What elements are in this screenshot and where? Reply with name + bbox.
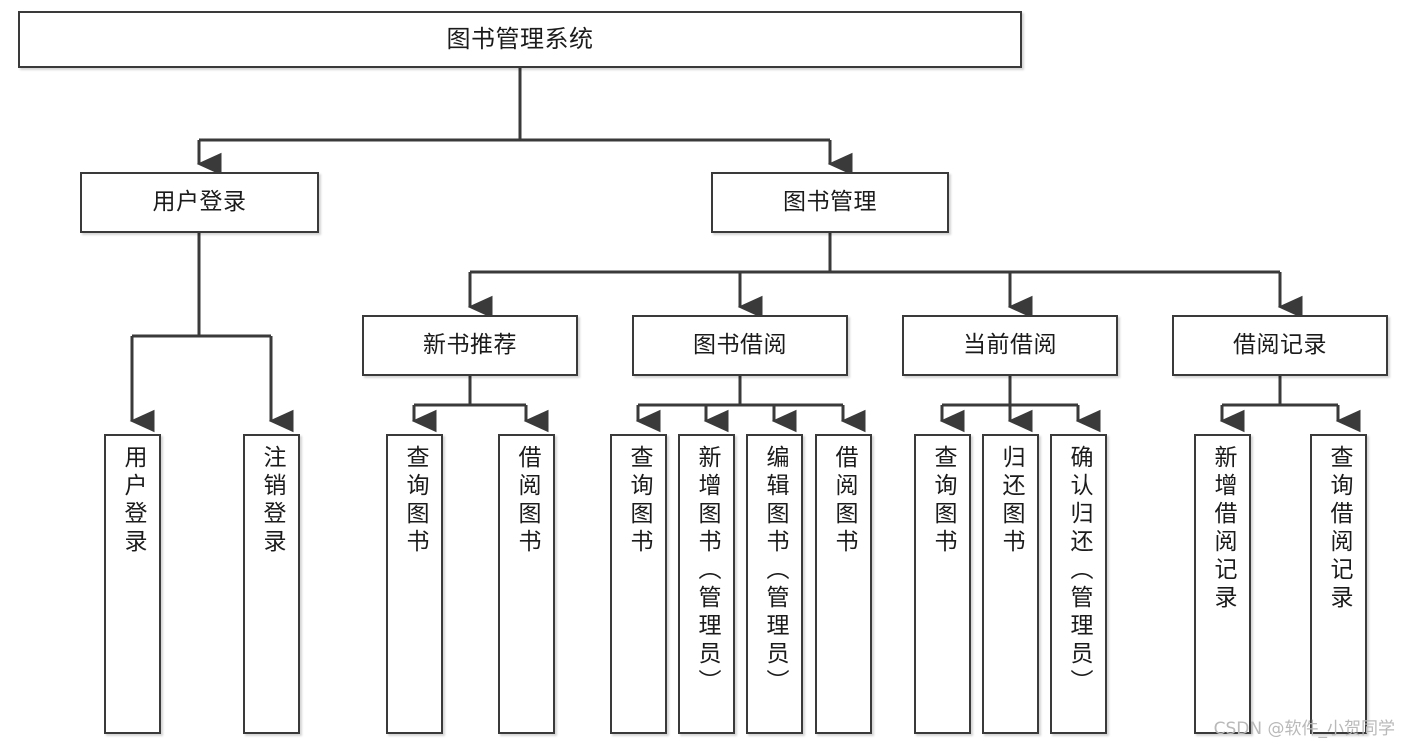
leaf-book-borrow-borrow-label: 借阅图书 [831, 445, 857, 557]
leaf-book-borrow-borrow[interactable]: 借阅图书 [815, 434, 872, 734]
node-current-borrow-label: 当前借阅 [963, 332, 1057, 359]
leaf-current-borrow-return-label: 归还图书 [998, 445, 1024, 557]
node-new-book-recommend-label: 新书推荐 [423, 332, 517, 359]
leaf-new-book-borrow[interactable]: 借阅图书 [498, 434, 555, 734]
leaf-new-book-query[interactable]: 查询图书 [386, 434, 443, 734]
node-user-login[interactable]: 用户登录 [80, 172, 319, 233]
leaf-new-book-borrow-label: 借阅图书 [514, 445, 540, 557]
leaf-book-borrow-edit-label: 编辑图书（管理员） [762, 445, 788, 697]
node-new-book-recommend[interactable]: 新书推荐 [362, 315, 578, 376]
leaf-user-login-logout[interactable]: 注销登录 [243, 434, 300, 734]
leaf-book-borrow-add-label: 新增图书（管理员） [694, 445, 720, 697]
node-user-login-label: 用户登录 [152, 189, 247, 216]
leaf-current-borrow-confirm[interactable]: 确认归还（管理员） [1050, 434, 1107, 734]
node-borrow-record-label: 借阅记录 [1233, 332, 1327, 359]
node-book-borrow[interactable]: 图书借阅 [632, 315, 848, 376]
leaf-borrow-record-query[interactable]: 查询借阅记录 [1310, 434, 1367, 734]
leaf-new-book-query-label: 查询图书 [402, 445, 428, 557]
node-book-borrow-label: 图书借阅 [693, 332, 787, 359]
leaf-book-borrow-query-label: 查询图书 [626, 445, 652, 557]
leaf-user-login-logout-label: 注销登录 [259, 445, 285, 557]
leaf-current-borrow-query[interactable]: 查询图书 [914, 434, 971, 734]
node-current-borrow[interactable]: 当前借阅 [902, 315, 1118, 376]
leaf-user-login-login[interactable]: 用户登录 [104, 434, 161, 734]
leaf-borrow-record-add-label: 新增借阅记录 [1210, 445, 1236, 613]
leaf-current-borrow-query-label: 查询图书 [930, 445, 956, 557]
node-root-label: 图书管理系统 [446, 24, 594, 53]
leaf-current-borrow-return[interactable]: 归还图书 [982, 434, 1039, 734]
leaf-book-borrow-add[interactable]: 新增图书（管理员） [678, 434, 735, 734]
leaf-user-login-login-label: 用户登录 [120, 445, 146, 557]
leaf-book-borrow-query[interactable]: 查询图书 [610, 434, 667, 734]
node-book-manage-label: 图书管理 [783, 189, 877, 216]
leaf-current-borrow-confirm-label: 确认归还（管理员） [1066, 445, 1092, 697]
leaf-book-borrow-edit[interactable]: 编辑图书（管理员） [746, 434, 803, 734]
watermark: CSDN @软件_小贺同学 [1213, 719, 1395, 739]
leaf-borrow-record-add[interactable]: 新增借阅记录 [1194, 434, 1251, 734]
node-book-manage[interactable]: 图书管理 [711, 172, 949, 233]
node-root[interactable]: 图书管理系统 [18, 11, 1022, 68]
leaf-borrow-record-query-label: 查询借阅记录 [1326, 445, 1352, 613]
node-borrow-record[interactable]: 借阅记录 [1172, 315, 1388, 376]
